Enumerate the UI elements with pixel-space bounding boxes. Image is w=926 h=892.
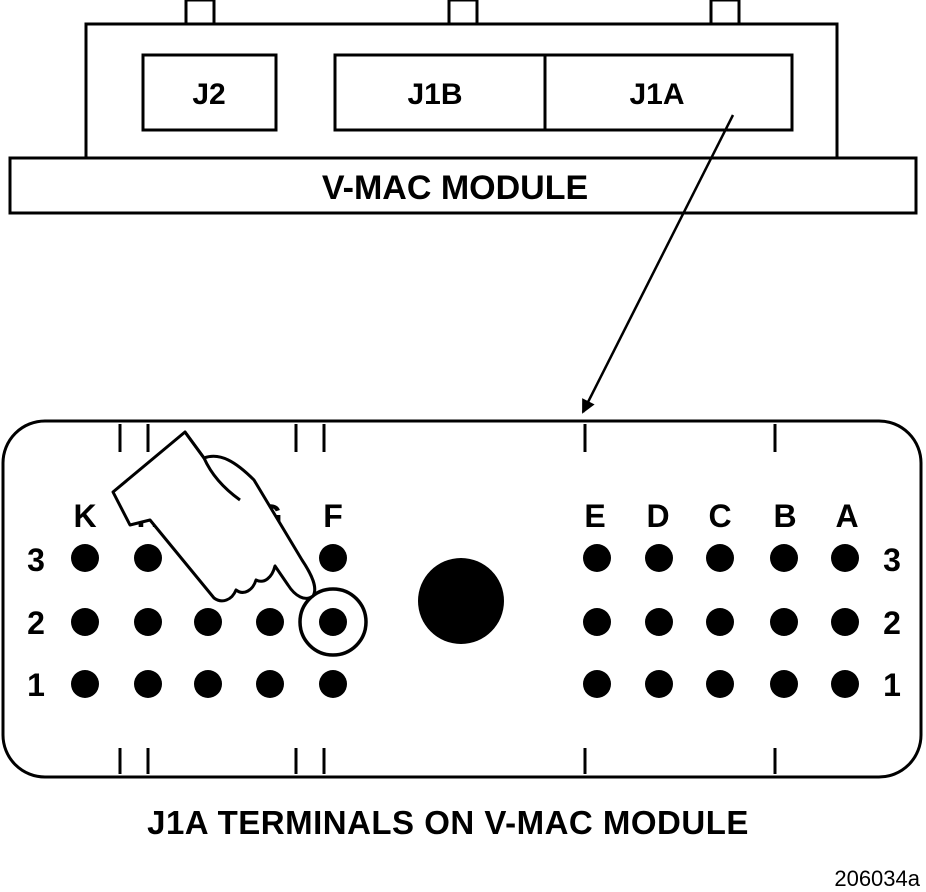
terminal-pin-d1 xyxy=(645,670,673,698)
terminal-pin-b3 xyxy=(770,544,798,572)
terminal-pin-left-4-row1 xyxy=(319,670,347,698)
terminal-pin-left-1-row2 xyxy=(134,608,162,636)
column-label-a: A xyxy=(835,498,858,534)
terminal-pin-b2 xyxy=(770,608,798,636)
terminal-pin-left-1-row1 xyxy=(134,670,162,698)
highlight-ring-f2 xyxy=(298,587,368,657)
terminal-pin-d3 xyxy=(645,544,673,572)
pointing-hand-icon xyxy=(111,430,317,603)
terminal-pin-e1 xyxy=(583,670,611,698)
terminal-pin-left-2-row2 xyxy=(194,608,222,636)
connector-j1b-label: J1B xyxy=(407,78,462,111)
connector-j1a-label: J1A xyxy=(629,78,684,111)
module-tab xyxy=(184,0,216,26)
terminal-pin-a2 xyxy=(831,608,859,636)
module-tab xyxy=(447,0,479,26)
arrow-icon xyxy=(581,114,735,414)
terminal-pin-left-3-row1 xyxy=(256,670,284,698)
terminal-pin-left-0-row2 xyxy=(71,608,99,636)
terminal-pin-c1 xyxy=(706,670,734,698)
column-label-b: B xyxy=(773,498,796,534)
terminal-pin-left-0-row1 xyxy=(71,670,99,698)
connector-j2-box xyxy=(141,53,278,132)
column-label-e: E xyxy=(584,498,605,534)
terminal-pin-h3 xyxy=(134,544,162,572)
module-tab xyxy=(709,0,741,26)
row-label-1-left: 1 xyxy=(27,667,45,703)
terminal-pin-c2 xyxy=(706,608,734,636)
terminal-pin-d2 xyxy=(645,608,673,636)
terminal-pin-left-3-row2 xyxy=(256,608,284,636)
row-label-1-right: 1 xyxy=(883,667,901,703)
column-label-d: D xyxy=(646,498,669,534)
terminal-pin-a3 xyxy=(831,544,859,572)
column-label-f: F xyxy=(323,498,343,534)
module-label: V-MAC MODULE xyxy=(322,169,588,207)
row-label-3-left: 3 xyxy=(27,542,45,578)
terminal-pin-e3 xyxy=(583,544,611,572)
connector-j1a-box xyxy=(543,53,794,132)
terminal-pin-left-4-row2 xyxy=(319,608,347,636)
keying-marks xyxy=(118,424,777,774)
center-key-post xyxy=(418,558,504,644)
terminal-pin-left-2-row1 xyxy=(194,670,222,698)
terminal-pin-a1 xyxy=(831,670,859,698)
row-label-2-left: 2 xyxy=(27,605,45,641)
row-label-3-right: 3 xyxy=(883,542,901,578)
connector-j1b-box xyxy=(333,53,547,132)
row-label-2-right: 2 xyxy=(883,605,901,641)
terminal-pin-e2 xyxy=(583,608,611,636)
module-base xyxy=(8,156,918,215)
column-label-k: K xyxy=(73,498,96,534)
terminal-pins xyxy=(71,544,859,698)
column-label-c: C xyxy=(708,498,731,534)
connector-j2-label: J2 xyxy=(192,78,225,111)
terminal-pin-b1 xyxy=(770,670,798,698)
terminal-pin-k3 xyxy=(71,544,99,572)
terminal-pin-f3 xyxy=(319,544,347,572)
terminal-pin-c3 xyxy=(706,544,734,572)
figure-number: 206034a xyxy=(834,866,920,891)
figure-caption: J1A TERMINALS ON V-MAC MODULE xyxy=(147,804,749,841)
